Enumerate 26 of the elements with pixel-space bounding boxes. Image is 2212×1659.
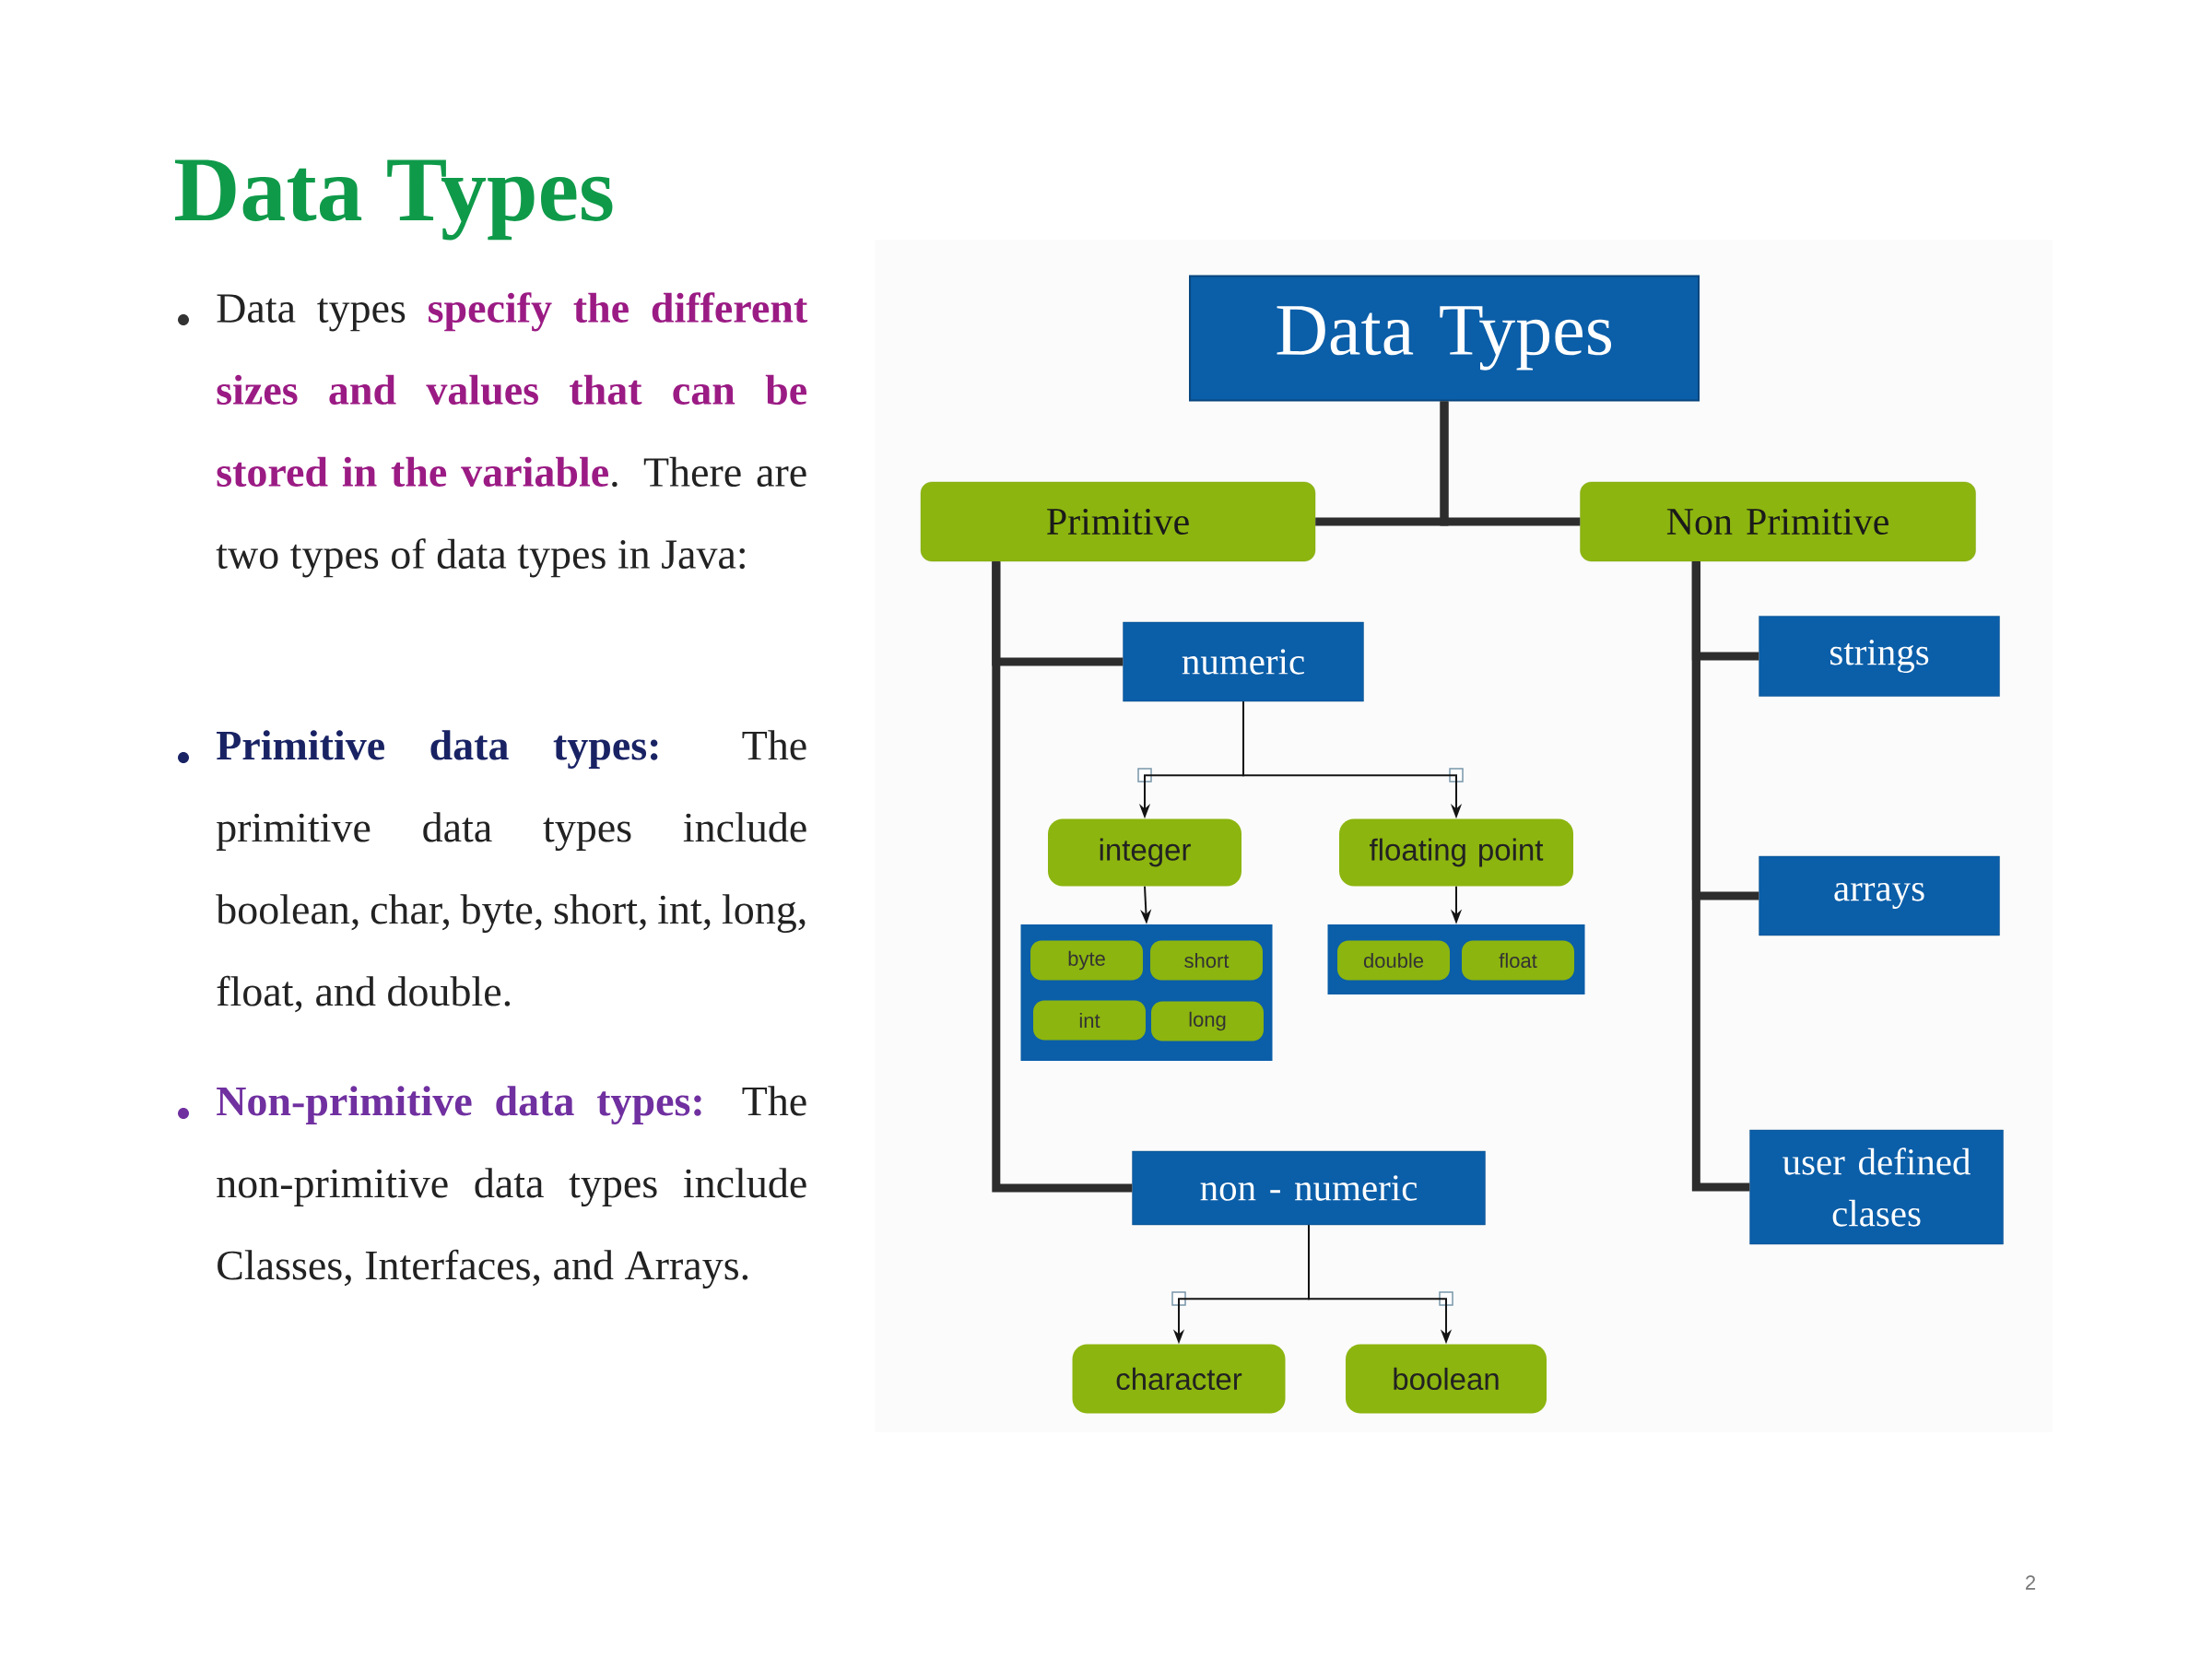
page-number: 2: [2026, 1575, 2036, 1590]
bullet-text: Data types specify the different sizes and values that can be stored in the variable. There are two types of data types in Java:: [216, 292, 808, 578]
subtype-box: integer: [1048, 818, 1241, 887]
subtype-box: character: [1072, 1344, 1286, 1414]
type-box: non - numeric: [1132, 1150, 1486, 1226]
type-chip: byte: [1030, 940, 1143, 981]
category-box: Non Primitive: [1580, 481, 1976, 562]
type-box: user defined clases: [1749, 1129, 2004, 1245]
type-box: numeric: [1123, 621, 1364, 702]
type-box: strings: [1759, 616, 2000, 697]
type-chip: short: [1150, 940, 1263, 981]
connector: [1440, 401, 1581, 526]
slide-title: Data Types: [174, 159, 613, 241]
connector: [992, 561, 1133, 1193]
title-box: Data Types: [1189, 275, 1700, 402]
bullet-text: Primitive data types: The primitive data types include boolean, char, byte, short, int, long, float, and double.: [216, 730, 806, 1013]
type-chip: int: [1033, 1000, 1146, 1041]
connector: [1691, 561, 1750, 1192]
type-box: arrays: [1759, 855, 2000, 936]
type-chip: double: [1337, 940, 1450, 981]
category-box: Primitive: [920, 481, 1316, 562]
subtype-box: floating point: [1339, 818, 1573, 887]
bullet-text: Non-primitive data types: The non-primitive data types include Classes, Interfaces, and Arrays.: [217, 1086, 806, 1289]
subtype-box: boolean: [1346, 1344, 1547, 1414]
type-chip: long: [1151, 1001, 1264, 1041]
type-chip: float: [1462, 940, 1574, 981]
